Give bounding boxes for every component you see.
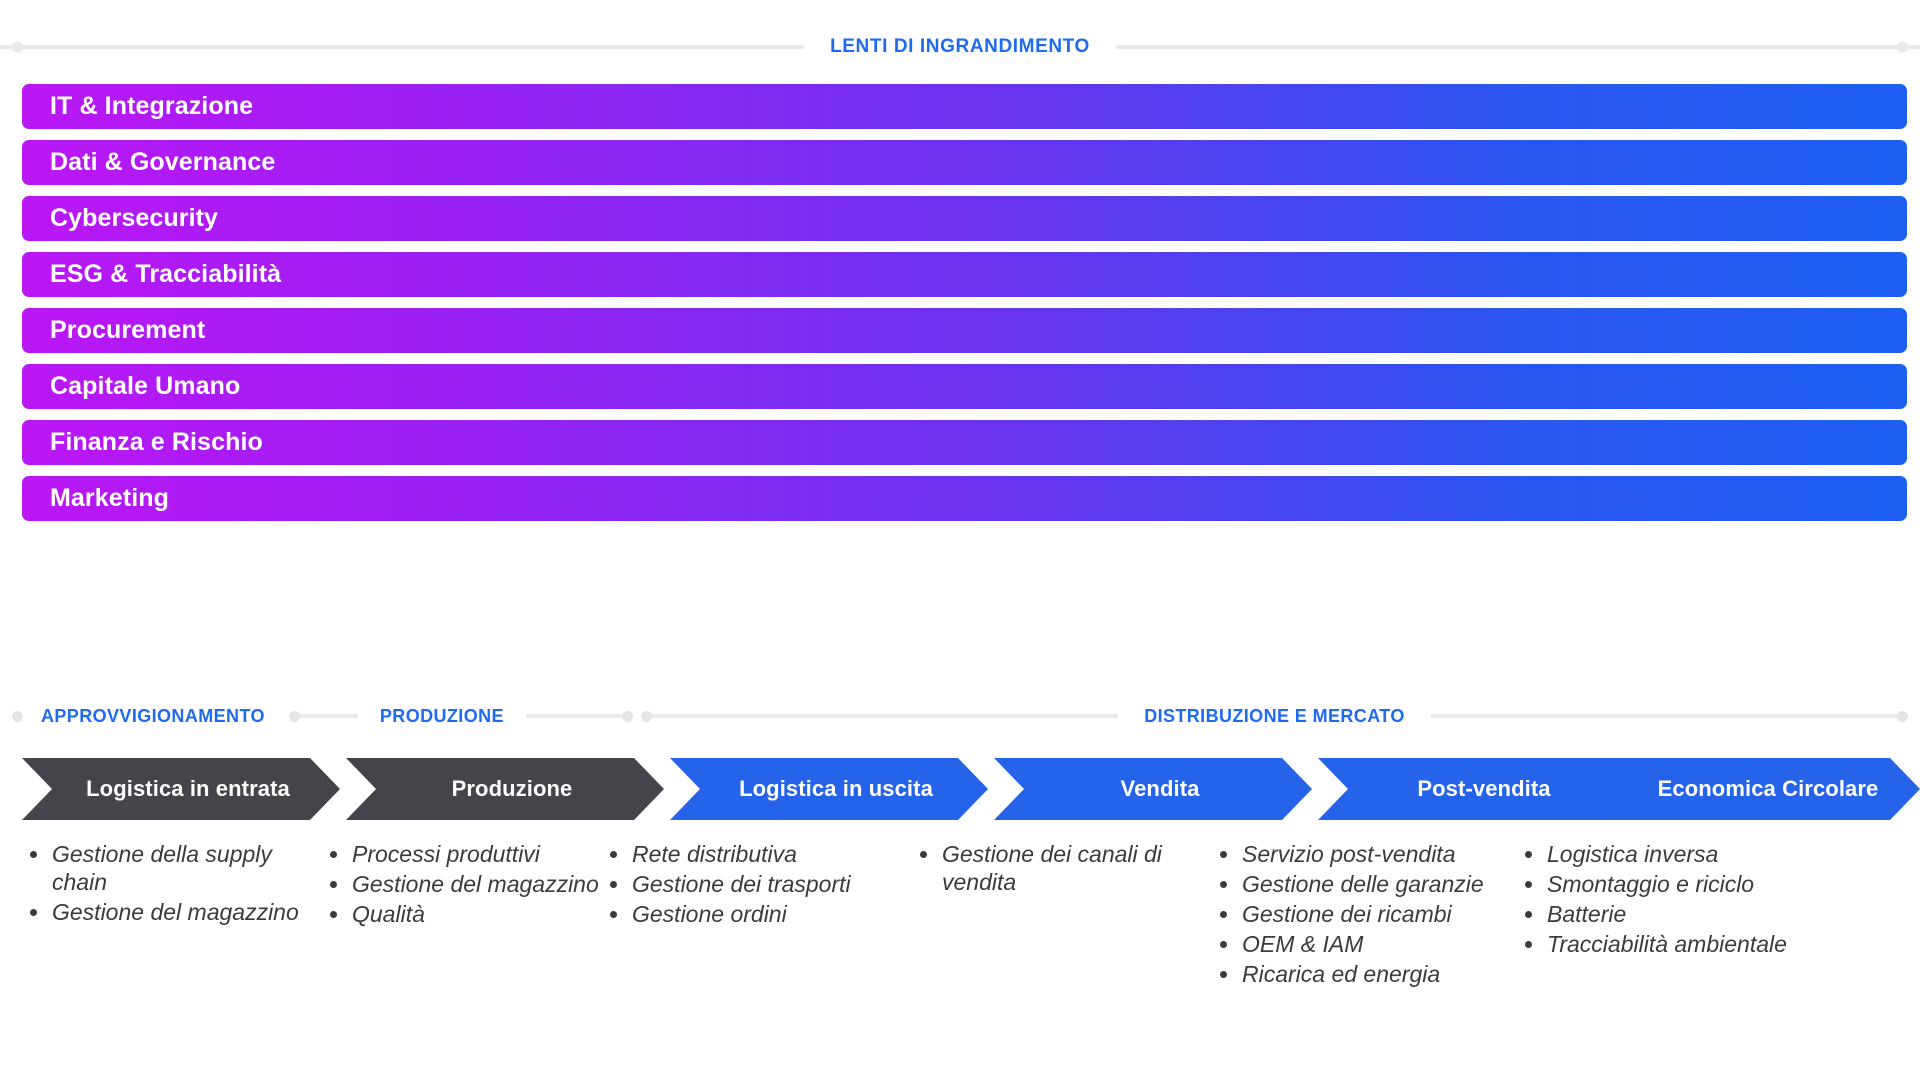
detail-list: Rete distributiva Gestione dei trasporti…	[602, 840, 912, 928]
detail-column-economica-circolare: Logistica inversa Smontaggio e riciclo B…	[1517, 840, 1817, 990]
process-step-label: Produzione	[451, 776, 573, 801]
lens-bar-label: ESG & Tracciabilità	[50, 260, 282, 288]
process-step-label: Post-vendita	[1417, 776, 1551, 801]
lens-bar[interactable]: Capitale Umano	[22, 364, 1907, 409]
list-item: Gestione dei trasporti	[602, 870, 912, 898]
process-step-label: Economica Circolare	[1657, 776, 1879, 801]
stage-header-row: APPROVVIGIONAMENTO PRODUZIONE DISTRIBUZI…	[0, 700, 1920, 732]
list-item: Logistica inversa	[1517, 840, 1817, 868]
list-item: Ricarica ed energia	[1212, 960, 1517, 988]
stage-rule	[1430, 714, 1897, 718]
list-item: Gestione dei canali di vendita	[912, 840, 1212, 896]
process-detail-columns: Gestione della supply chain Gestione del…	[22, 840, 1920, 990]
chevron-shape-icon	[346, 758, 664, 820]
list-item: Gestione ordini	[602, 900, 912, 928]
stage-rule	[525, 714, 622, 718]
list-item: Processi produttivi	[322, 840, 602, 868]
process-step-logistica-in-entrata[interactable]: Logistica in entrata	[22, 758, 340, 820]
lens-bar-list: IT & Integrazione Dati & Governance Cybe…	[22, 84, 1907, 532]
stage-dot	[12, 710, 23, 722]
list-item: Qualità	[322, 900, 602, 928]
lens-bar-label: Marketing	[50, 484, 169, 512]
detail-column-vendita: Gestione dei canali di vendita	[912, 840, 1212, 990]
process-step-label: Logistica in entrata	[86, 776, 290, 801]
detail-list: Servizio post-vendita Gestione delle gar…	[1212, 840, 1517, 988]
stage-rule	[299, 714, 358, 718]
stage-dot	[1897, 710, 1908, 722]
detail-column-logistica-in-uscita: Rete distributiva Gestione dei trasporti…	[602, 840, 912, 990]
lens-bar-label: Finanza e Rischio	[50, 428, 263, 456]
list-item: OEM & IAM	[1212, 930, 1517, 958]
detail-column-produzione: Processi produttivi Gestione del magazzi…	[322, 840, 602, 990]
detail-list: Gestione dei canali di vendita	[912, 840, 1212, 896]
list-item: Gestione dei ricambi	[1212, 900, 1517, 928]
lens-bar[interactable]: Dati & Governance	[22, 140, 1907, 185]
list-item: Tracciabilità ambientale	[1517, 930, 1817, 958]
process-step-logistica-in-uscita[interactable]: Logistica in uscita	[670, 758, 988, 820]
lens-bar-label: Procurement	[50, 316, 206, 344]
lens-bar-label: IT & Integrazione	[50, 92, 254, 120]
chevron-shape-icon	[22, 758, 340, 820]
process-chevron-row: Logistica in entrata Produzione Logistic…	[22, 758, 1920, 820]
list-item: Servizio post-vendita	[1212, 840, 1517, 868]
list-item: Rete distributiva	[602, 840, 912, 868]
process-step-vendita[interactable]: Vendita	[994, 758, 1312, 820]
lens-bar-label: Dati & Governance	[50, 148, 276, 176]
list-item: Batterie	[1517, 900, 1817, 928]
stage-label-produzione: PRODUZIONE	[379, 705, 504, 726]
chevron-shape-icon	[1602, 758, 1920, 820]
process-step-economica-circolare[interactable]: Economica Circolare	[1602, 758, 1920, 820]
process-step-produzione[interactable]: Produzione	[346, 758, 664, 820]
page-title: LENTI DI INGRANDIMENTO	[830, 36, 1090, 57]
header-rule-right	[1115, 45, 1920, 49]
stage-rule	[651, 714, 1119, 718]
stage-dot	[288, 710, 300, 722]
process-step-label: Vendita	[1120, 776, 1200, 801]
stage-dot	[640, 710, 652, 722]
detail-list: Processi produttivi Gestione del magazzi…	[322, 840, 602, 928]
process-step-post-vendita[interactable]: Post-vendita	[1318, 758, 1636, 820]
detail-column-logistica-in-entrata: Gestione della supply chain Gestione del…	[22, 840, 322, 990]
lenses-section-header: LENTI DI INGRANDIMENTO	[0, 30, 1920, 64]
lens-bar[interactable]: IT & Integrazione	[22, 84, 1907, 129]
lens-bar[interactable]: Marketing	[22, 476, 1907, 521]
stage-label-distribuzione: DISTRIBUZIONE E MERCATO	[1144, 705, 1405, 726]
list-item: Gestione delle garanzie	[1212, 870, 1517, 898]
stage-label-approvvigionamento: APPROVVIGIONAMENTO	[41, 705, 265, 726]
chevron-shape-icon	[994, 758, 1312, 820]
header-rule-left	[0, 45, 805, 49]
process-step-label: Logistica in uscita	[739, 776, 933, 801]
lens-bar[interactable]: Cybersecurity	[22, 196, 1907, 241]
list-item: Gestione della supply chain	[22, 840, 322, 896]
detail-list: Gestione della supply chain Gestione del…	[22, 840, 322, 926]
list-item: Gestione del magazzino	[322, 870, 602, 898]
list-item: Gestione del magazzino	[22, 898, 322, 926]
detail-list: Logistica inversa Smontaggio e riciclo B…	[1517, 840, 1817, 958]
stage-dot	[621, 710, 633, 722]
lens-bar-label: Cybersecurity	[50, 204, 219, 232]
lens-bar-label: Capitale Umano	[50, 372, 241, 400]
detail-column-post-vendita: Servizio post-vendita Gestione delle gar…	[1212, 840, 1517, 990]
lens-bar[interactable]: Procurement	[22, 308, 1907, 353]
lens-bar[interactable]: Finanza e Rischio	[22, 420, 1907, 465]
chevron-shape-icon	[670, 758, 988, 820]
list-item: Smontaggio e riciclo	[1517, 870, 1817, 898]
lens-bar[interactable]: ESG & Tracciabilità	[22, 252, 1907, 297]
chevron-shape-icon	[1318, 758, 1636, 820]
